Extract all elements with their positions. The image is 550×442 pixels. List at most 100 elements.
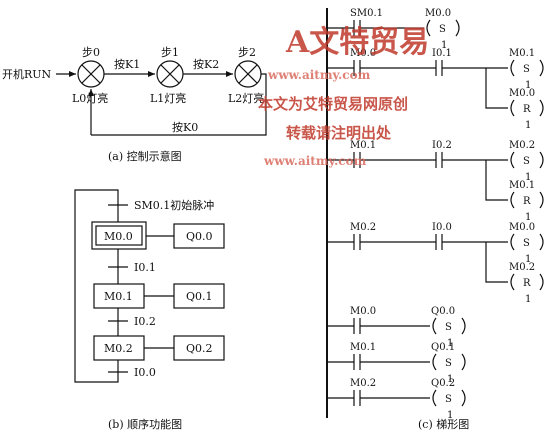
rung-4-reset-coil-n: 1 — [525, 294, 531, 305]
rung1-coil-n: 1 — [441, 40, 447, 51]
out-rung-2-coil-op: S — [445, 358, 452, 369]
step-2-lamp-label: L2灯亮 — [228, 91, 264, 105]
sfc-step-m01-label: M0.1 — [104, 290, 133, 303]
out-rung-3-coil-lparen — [432, 389, 437, 407]
panel-a-control-diagram: 开机RUN 步0 L0灯亮 按K1 步1 L1灯亮 按K2 步2 L2灯亮 — [2, 46, 267, 163]
sfc-action-q00-label: Q0.0 — [186, 230, 213, 243]
out-rung-1-coil-lparen — [432, 317, 437, 335]
rung-3-reset-coil-label: M0.1 — [509, 180, 535, 191]
out-rung-3-contact-label: M0.2 — [350, 378, 376, 389]
watermark-url-2: www.aitmy.com — [263, 154, 367, 168]
run-label: 开机RUN — [2, 67, 52, 81]
step-1-label: 步1 — [161, 46, 179, 59]
rung-4-reset-coil-rparen — [539, 273, 544, 291]
step-0-label: 步0 — [82, 46, 100, 59]
watermark-line-2: 转载请注明出处 — [286, 124, 392, 142]
out-rung-1-coil-label: Q0.0 — [431, 306, 455, 317]
panel-a-caption: (a) 控制示意图 — [108, 149, 182, 163]
rung-3-reset-coil-op: R — [523, 196, 531, 207]
out-rung-3-coil-label: Q0.2 — [431, 378, 455, 389]
rung-2-reset-coil-op: R — [523, 104, 531, 115]
rung-3-set-coil-n: 1 — [525, 172, 531, 183]
panel-c-caption: (c) 梯形图 — [418, 418, 469, 431]
watermark-logo: A文特贸易 — [285, 25, 429, 60]
transition-k1-label: 按K1 — [114, 57, 140, 71]
sfc-step-m00 — [95, 225, 143, 246]
out-rung-1-coil-rparen — [461, 317, 466, 335]
step-1-lamp-label: L1灯亮 — [150, 91, 186, 105]
rung1-contact-label: SM0.1 — [350, 8, 383, 19]
sfc-cond-i02: I0.2 — [134, 315, 156, 328]
rung-2-set-coil-n: 1 — [525, 80, 531, 91]
out-rung-2-coil-lparen — [432, 353, 437, 371]
rung1-coil-label: M0.0 — [425, 8, 451, 19]
watermark-line-1: 本文为艾特贸易网原创 — [258, 95, 408, 113]
sfc-step-m00-label: M0.0 — [104, 230, 133, 243]
transition-k2-label: 按K2 — [193, 57, 219, 71]
rung-2-set-coil-rparen — [539, 59, 544, 77]
step-2-label: 步2 — [238, 46, 256, 59]
rung-2-reset-coil-label: M0.0 — [509, 88, 535, 99]
out-rung-2-contact-label: M0.1 — [350, 342, 376, 353]
rung-2-reset-coil-rparen — [539, 99, 544, 117]
rung-2-set-coil-lparen — [510, 59, 515, 77]
rung-2-contact-2-label: I0.1 — [432, 48, 452, 59]
rung-4-reset-coil-lparen — [510, 273, 515, 291]
rung-3-reset-coil-n: 1 — [525, 212, 531, 223]
step-0-lamp — [77, 60, 105, 88]
rung-3-set-coil-rparen — [539, 151, 544, 169]
rung-4-set-coil-lparen — [510, 233, 515, 251]
return-k0-label: 按K0 — [172, 120, 198, 134]
sfc-action-q00 — [173, 223, 225, 249]
out-rung-2-coil-n: 1 — [447, 374, 453, 385]
rung-4-set-coil-rparen — [539, 233, 544, 251]
watermark: A文特贸易 www.aitmy.com 本文为艾特贸易网原创 转载请注明出处 w… — [258, 25, 429, 168]
rung-3-set-coil-label: M0.2 — [509, 140, 535, 151]
rung-4-contact-2-label: I0.0 — [432, 222, 452, 233]
rung-3-set-coil-lparen — [510, 151, 515, 169]
rung-3-reset-coil-rparen — [539, 191, 544, 209]
step-0-lamp-label: L0灯亮 — [72, 91, 108, 105]
rung-3-branch — [485, 160, 508, 201]
sfc-action-q01-label: Q0.1 — [186, 290, 213, 303]
sfc-step-m02-label: M0.2 — [104, 342, 133, 355]
sfc-action-q02-label: Q0.2 — [186, 342, 213, 355]
rung-sm01: SM0.1 M0.0 S 1 — [327, 8, 460, 51]
out-rung-3-coil-rparen — [461, 389, 466, 407]
out-rung-2-coil-rparen — [461, 353, 466, 371]
rung-2-set-coil-label: M0.1 — [509, 48, 535, 59]
panel-b-caption: (b) 顺序功能图 — [108, 417, 182, 431]
watermark-url-1: www.aitmy.com — [267, 68, 371, 82]
rung-4-reset-coil-label: M0.2 — [509, 262, 535, 273]
rung-3-contact-2-label: I0.2 — [432, 140, 452, 151]
rung-4-set-coil-op: S — [523, 238, 530, 249]
sfc-cond-i00: I0.0 — [134, 366, 156, 379]
rung-4-branch — [485, 242, 508, 283]
rung-4-set-coil-label: M0.0 — [509, 222, 535, 233]
step-2-lamp — [234, 60, 262, 88]
out-rung-1-coil-n: 1 — [447, 338, 453, 349]
step-1-lamp — [156, 60, 184, 88]
rung-2-set-coil-op: S — [523, 64, 530, 75]
out-rung-1-coil-op: S — [445, 322, 452, 333]
rung-4-contact-1-label: M0.2 — [350, 222, 376, 233]
rung-2-reset-coil-lparen — [510, 99, 515, 117]
panel-b-sfc: SM0.1初始脉冲 M0.0 Q0.0 I0.1 M0.1 Q0.1 I0.2 … — [74, 189, 225, 431]
sfc-action-q01 — [173, 283, 225, 309]
rung-3-reset-coil-lparen — [510, 191, 515, 209]
out-rung-1-contact-label: M0.0 — [350, 306, 376, 317]
rung1-coil-op: S — [439, 24, 446, 35]
rung-4-reset-coil-op: R — [523, 278, 531, 289]
rung-2-contact-1-label: M0.0 — [350, 48, 376, 59]
out-rung-3-coil-n: 1 — [447, 410, 453, 421]
rung-3-set-coil-op: S — [523, 156, 530, 167]
rung-4-set-coil-n: 1 — [525, 254, 531, 265]
out-rung-2-coil-label: Q0.1 — [431, 342, 455, 353]
rung-2-reset-coil-n: 1 — [525, 120, 531, 131]
rung-3-contact-1-label: M0.1 — [350, 140, 376, 151]
rung-2-branch — [485, 68, 508, 109]
init-pulse-label: SM0.1初始脉冲 — [134, 198, 214, 212]
sfc-action-q02 — [173, 335, 225, 361]
